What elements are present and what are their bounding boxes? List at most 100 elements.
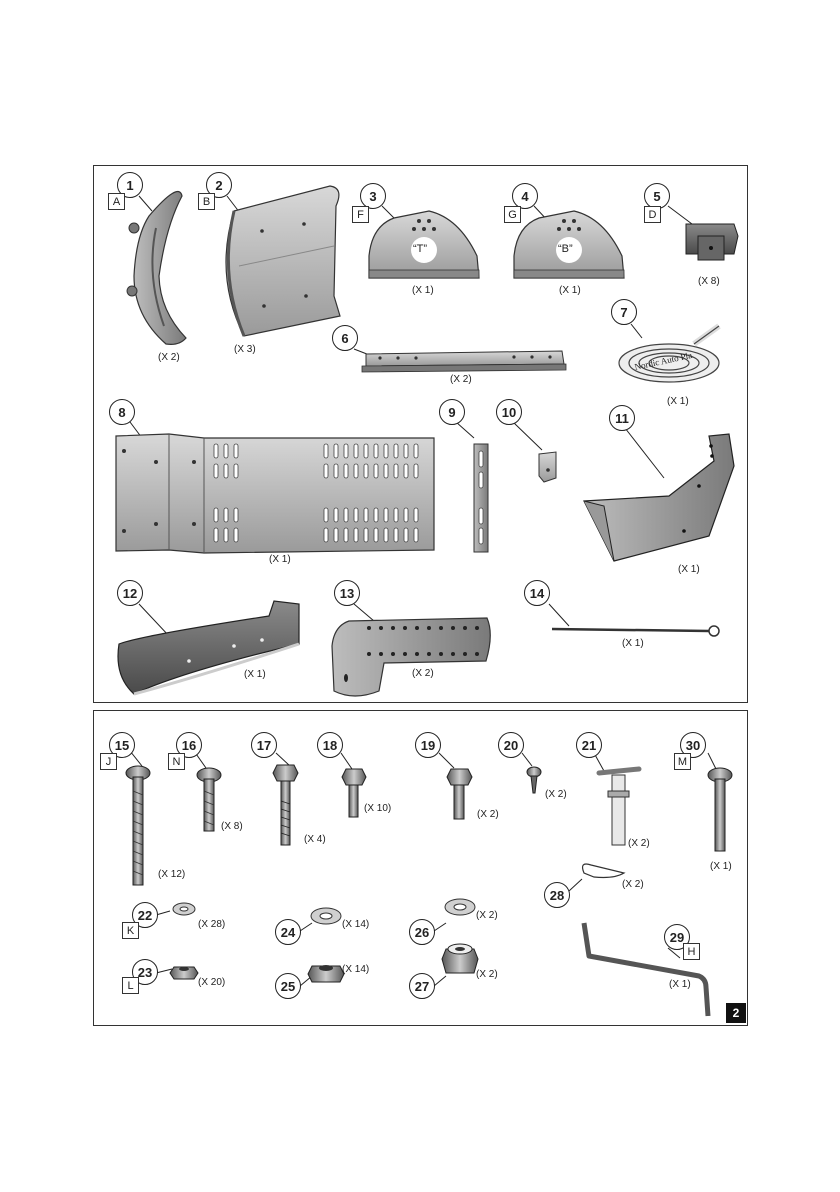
qty-hw-19: (X 2) [477, 809, 499, 820]
qty-part-14: (X 1) [622, 638, 644, 649]
qty-part-11: (X 1) [678, 564, 700, 575]
qty-hw-23: (X 20) [198, 977, 226, 988]
perforation-slot [363, 507, 369, 523]
part-letter-f: F [352, 206, 369, 223]
hw-23-small-nut [169, 966, 199, 980]
part-number-14: 14 [524, 580, 550, 606]
perforation-slot [353, 507, 359, 523]
perforation-slot [413, 527, 419, 543]
hw-28-r-clip [581, 863, 626, 879]
qty-hw-29: (X 1) [669, 979, 691, 990]
perforation-slot [383, 527, 389, 543]
hw-21-t-pin [596, 766, 642, 846]
part-number-12: 12 [117, 580, 143, 606]
perforation-slot [403, 463, 409, 479]
hw-29-hex-key [581, 922, 711, 1017]
part-letter-g: G [504, 206, 521, 223]
hw-number-16: 16 [176, 732, 202, 758]
qty-hw-22: (X 28) [198, 919, 226, 930]
hw-17-long-hex-bolt [272, 764, 299, 846]
hw-number-27: 27 [409, 973, 435, 999]
hw-letter-l: L [122, 977, 139, 994]
qty-part-12: (X 1) [244, 669, 266, 680]
hw-number-18: 18 [317, 732, 343, 758]
perforation-slot [393, 443, 399, 459]
hw-number-25: 25 [275, 973, 301, 999]
hw-number-28: 28 [544, 882, 570, 908]
qty-hw-28: (X 2) [622, 879, 644, 890]
part-2-blade-panel [225, 185, 341, 337]
hw-27-lock-nut [441, 943, 479, 974]
parts-illustrations [115, 185, 739, 697]
perforation-slot [403, 443, 409, 459]
part-letter-a: A [108, 193, 125, 210]
part-4-plate [513, 210, 625, 279]
part-number-2: 2 [206, 172, 232, 198]
qty-part-13: (X 2) [412, 668, 434, 679]
hw-number-29: 29 [664, 924, 690, 950]
qty-part-5: (X 8) [698, 276, 720, 287]
perforation-slot [353, 443, 359, 459]
hardware-panel: 15 16 17 18 19 20 21 30 22 23 24 25 26 2… [93, 710, 748, 1026]
qty-hw-24: (X 14) [342, 919, 370, 930]
qty-part-4: (X 1) [559, 285, 581, 296]
perforation-slot [323, 527, 329, 543]
perforation-slot [373, 527, 379, 543]
perforation-slot [333, 527, 339, 543]
part-12-trough [117, 600, 300, 696]
qty-part-1: (X 2) [158, 352, 180, 363]
perforation-slot [383, 443, 389, 459]
part-11-v-bracket [583, 433, 735, 562]
qty-hw-27: (X 2) [476, 969, 498, 980]
perforation-slot [363, 443, 369, 459]
page-number: 2 [726, 1003, 746, 1023]
part-5-bracket [685, 223, 739, 261]
perforation-slot [323, 443, 329, 459]
perforation-slot [393, 463, 399, 479]
perforation-slot [373, 507, 379, 523]
part-number-8: 8 [109, 399, 135, 425]
part-number-9: 9 [439, 399, 465, 425]
perforation-slot [323, 507, 329, 523]
qty-part-3: (X 1) [412, 285, 434, 296]
part-7-tape-roll [618, 323, 721, 383]
part-13-arm [331, 617, 491, 697]
hw-letter-h: H [683, 943, 700, 960]
perforation-slot [413, 507, 419, 523]
part-number-4: 4 [512, 183, 538, 209]
hw-20-self-tapping-screw [526, 766, 542, 794]
hw-number-24: 24 [275, 919, 301, 945]
perforation-slot [413, 443, 419, 459]
hw-letter-j: J [100, 753, 117, 770]
perforation-slot [403, 527, 409, 543]
hw-30-carriage-bolt [707, 767, 733, 852]
qty-hw-30: (X 1) [710, 861, 732, 872]
perforation-slot [383, 507, 389, 523]
hw-19-hex-bolt [446, 768, 473, 820]
hw-16-short-carriage-bolt [196, 767, 222, 832]
qty-part-6: (X 2) [450, 374, 472, 385]
qty-hw-26: (X 2) [476, 910, 498, 921]
plate-mark-t: “T” [413, 243, 428, 255]
part-9-slotted-bar [473, 443, 489, 553]
part-number-10: 10 [496, 399, 522, 425]
perforation-slot [413, 463, 419, 479]
hw-22-hole [179, 906, 189, 912]
qty-part-7: (X 1) [667, 396, 689, 407]
qty-part-8: (X 1) [269, 554, 291, 565]
hw-25-nut [307, 965, 345, 983]
part-14-rod [551, 625, 720, 637]
qty-hw-15: (X 12) [158, 869, 186, 880]
hw-18-short-hex-bolt [341, 768, 367, 818]
hardware-illustrations [125, 750, 733, 1017]
perforation-slot [333, 443, 339, 459]
perforation-slot [383, 463, 389, 479]
perforation-slot [373, 463, 379, 479]
perforation-slot [393, 527, 399, 543]
part-10-clip [538, 451, 557, 483]
perforation-slot [403, 507, 409, 523]
part-1-skid [126, 191, 187, 345]
hw-15-long-carriage-bolt [125, 765, 151, 886]
hw-letter-k: K [122, 922, 139, 939]
perforation-slot [353, 527, 359, 543]
